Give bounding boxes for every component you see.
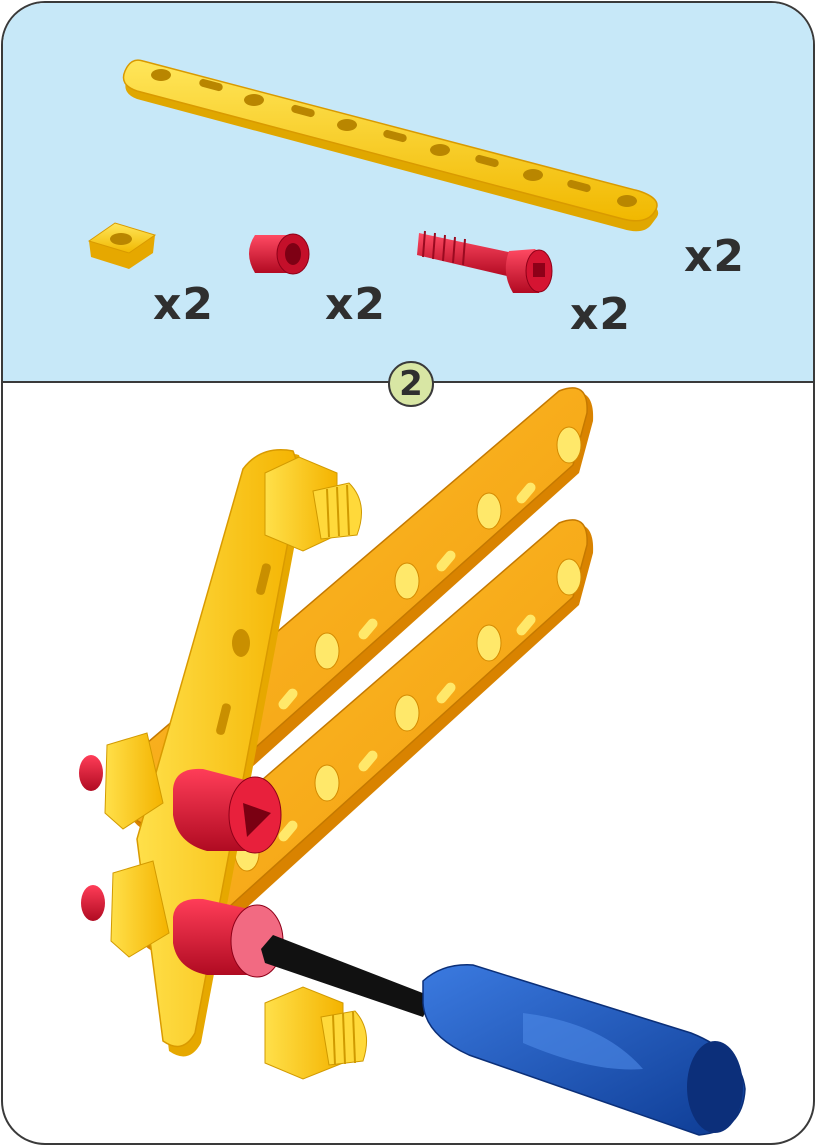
screwdriver-icon xyxy=(261,935,746,1136)
square-nut-icon xyxy=(87,222,157,269)
bolt-head-upper xyxy=(173,768,282,854)
nut-quantity: x2 xyxy=(153,279,214,330)
parts-list-panel: x2 x2 x2 x2 xyxy=(3,3,813,383)
perforated-strip-icon xyxy=(122,59,659,232)
assembly-illustration xyxy=(79,387,746,1136)
strip-quantity: x2 xyxy=(684,231,745,282)
parts-illustration xyxy=(87,59,659,293)
spacer-quantity: x2 xyxy=(325,279,386,330)
bolt-icon xyxy=(417,230,553,293)
spacer-bushing-icon xyxy=(249,233,310,275)
bolt-head-lower xyxy=(173,898,284,978)
bolt-quantity: x2 xyxy=(570,289,631,340)
step-number-badge: 2 xyxy=(388,361,434,407)
left-hardware xyxy=(79,732,170,958)
